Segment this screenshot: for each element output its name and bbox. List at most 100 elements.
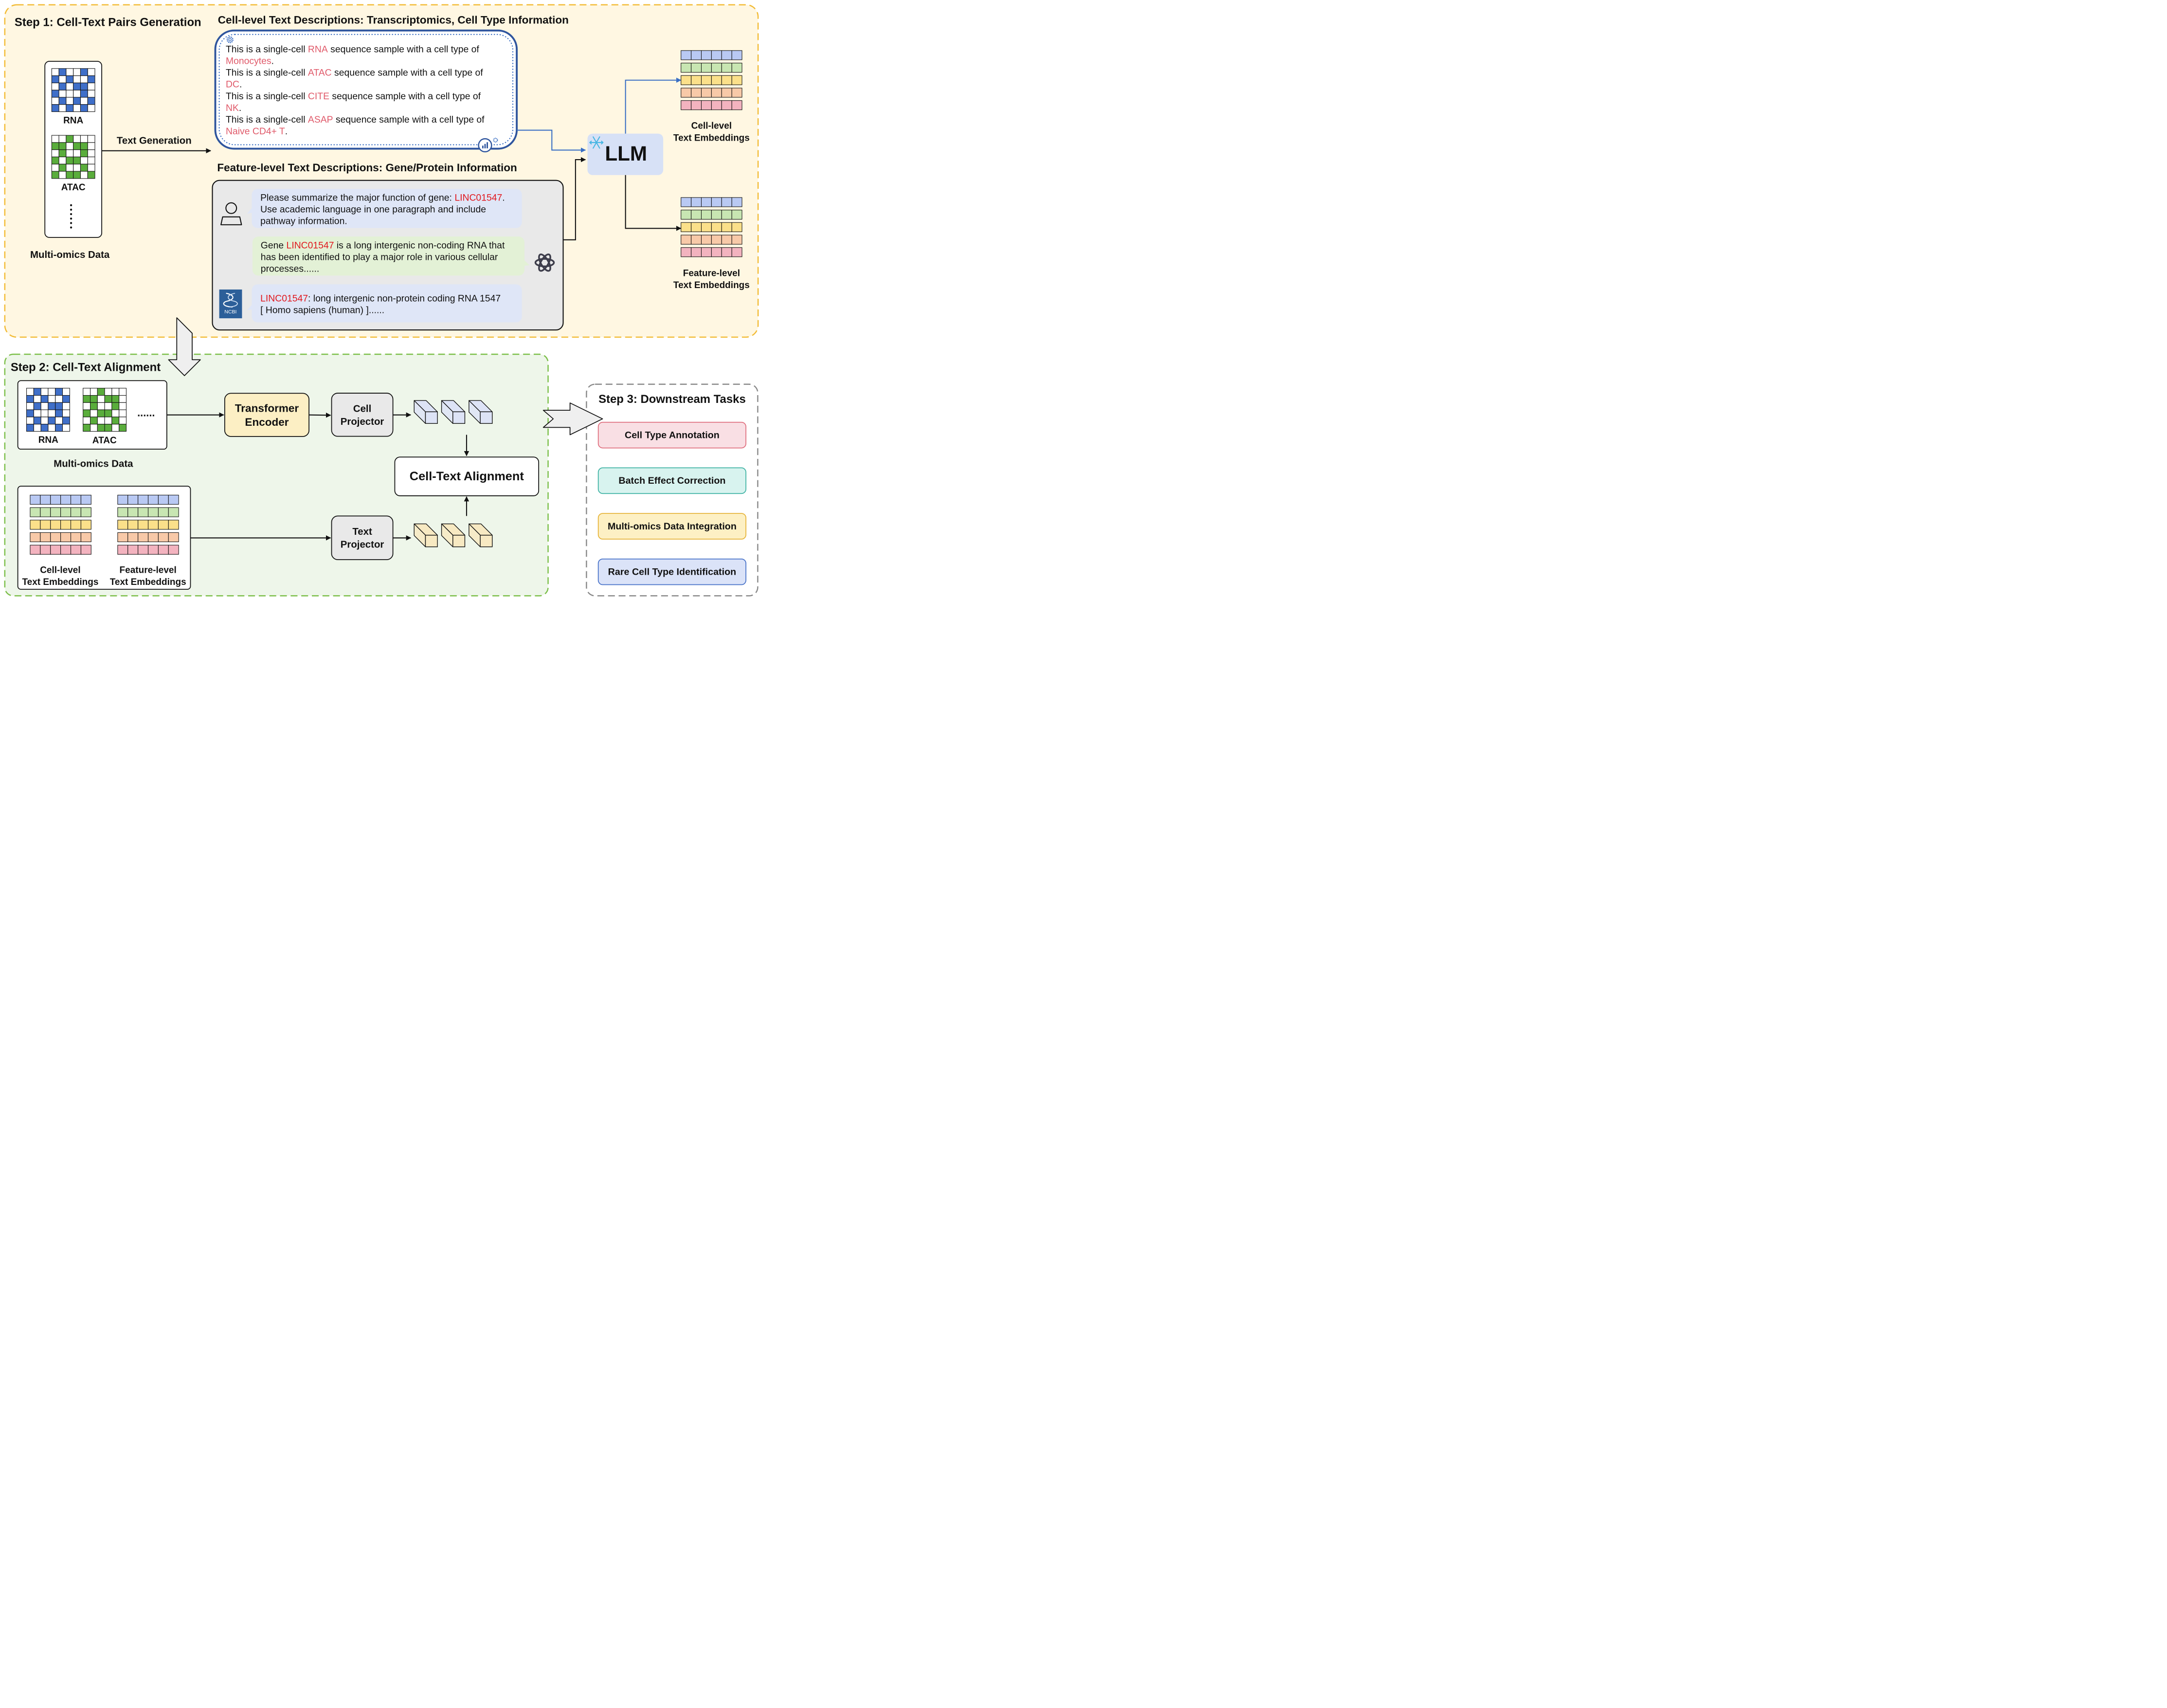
grid-cell [73,104,81,112]
embedding-cell [127,532,139,543]
grid-cell [58,104,67,112]
llm-to-cell-embeddings-arrow [625,77,682,134]
embedding-cell [691,197,702,207]
embedding-cell [60,494,72,505]
embedding-cell [138,545,149,555]
grid-cell [90,417,98,425]
grid-cell [111,388,120,396]
cell-embeddings-label-2-line1: Cell-level [40,565,80,576]
grid-cell [40,417,49,425]
feature-level-embeddings-2 [117,494,179,555]
transformer-to-cell-projector-arrow [309,412,331,418]
cell-projector-box: Cell Projector [331,393,394,437]
grid-cell [111,395,120,403]
text-projector-box: Text Projector [331,515,394,561]
embedding-cell [731,197,742,207]
grid-cell [58,135,67,143]
embedding-cell [731,63,742,73]
grid-cell [33,402,41,410]
grid-cell [66,164,74,172]
grid-cell [111,424,120,432]
grid-cell [48,402,56,410]
embedding-cell [117,507,128,517]
embedding-cell [701,222,712,232]
embedding-cell [80,520,91,530]
grid-cell [73,82,81,91]
embedding-cell [40,494,51,505]
feature-level-embeddings [681,197,742,257]
grid-cell [51,156,59,164]
task-label: Rare Cell Type Identification [608,566,737,577]
embedding-cell [721,63,732,73]
embedding-cell [731,50,742,60]
grid-cell [51,171,59,179]
grid-cell [73,149,81,157]
embedding-cell [127,520,139,530]
grid-cell [62,395,70,403]
grid-cell [80,90,88,98]
embedding-cell [50,494,61,505]
embedding-cell [681,63,692,73]
embedding-cell [127,507,139,517]
cell-desc-to-llm-arrow [517,129,586,153]
embedding-cell [70,545,81,555]
embedding-cell [158,545,169,555]
grid-cell [111,417,120,425]
grid-cell [58,149,67,157]
rna-grid-2 [26,388,70,432]
embedding-cell [30,494,41,505]
embedding-cell [731,210,742,220]
embedding-cell [80,532,91,543]
grid-cell [26,409,34,418]
embedding-cell [701,50,712,60]
embedding-cell [147,532,159,543]
embedding-cell [117,545,128,555]
grid-cell [40,424,49,432]
grid-cell [66,156,74,164]
atac-grid [51,135,95,179]
grid-cell [73,75,81,83]
embedding-cell [30,545,41,555]
grid-cell [80,135,88,143]
grid-cell [55,409,63,418]
grid-cell [62,424,70,432]
grid-cell [87,82,95,91]
multiomics-label: Multi-omics Data [30,250,110,260]
feature-embeddings-label-line1: Feature-level [683,268,740,278]
task-label: Multi-omics Data Integration [608,521,737,532]
embedding-cell [117,494,128,505]
grid-cell [58,90,67,98]
embedding-cell [711,88,722,98]
embedding-cell [731,247,742,257]
cell-level-embeddings [681,50,742,110]
grid-cell [87,171,95,179]
user-bubble: Please summarize the major function of g… [247,189,522,228]
grid-cell [87,90,95,98]
grid-cell [55,395,63,403]
transformer-label-line2: Encoder [245,416,289,428]
embedding-cell [168,507,179,517]
atac-label-2: ATAC [92,436,117,446]
ncbi-logo: NCBI [219,289,242,319]
grid-cell [80,75,88,83]
grid-cell [58,75,67,83]
ncbi-message-line1: LINC01547: long intergenic non-protein c… [260,293,501,304]
embedding-block [469,523,493,547]
grid-cell [87,142,95,150]
openai-icon [534,254,555,272]
embedding-cell [691,50,702,60]
embedding-block [414,523,438,547]
text-projector-label-line2: Projector [341,539,384,550]
embedding-cell [721,197,732,207]
grid-cell [51,164,59,172]
snowflake-icon [589,136,604,149]
embedding-cell [711,63,722,73]
grid-cell [104,388,112,396]
cell-type-line: NK. [226,103,241,113]
grid-cell [111,409,120,418]
embedding-cell [691,247,702,257]
feature-embeddings-label-2-line2: Text Embeddings [110,577,186,587]
embedding-cell [147,507,159,517]
embedding-cell [711,210,722,220]
